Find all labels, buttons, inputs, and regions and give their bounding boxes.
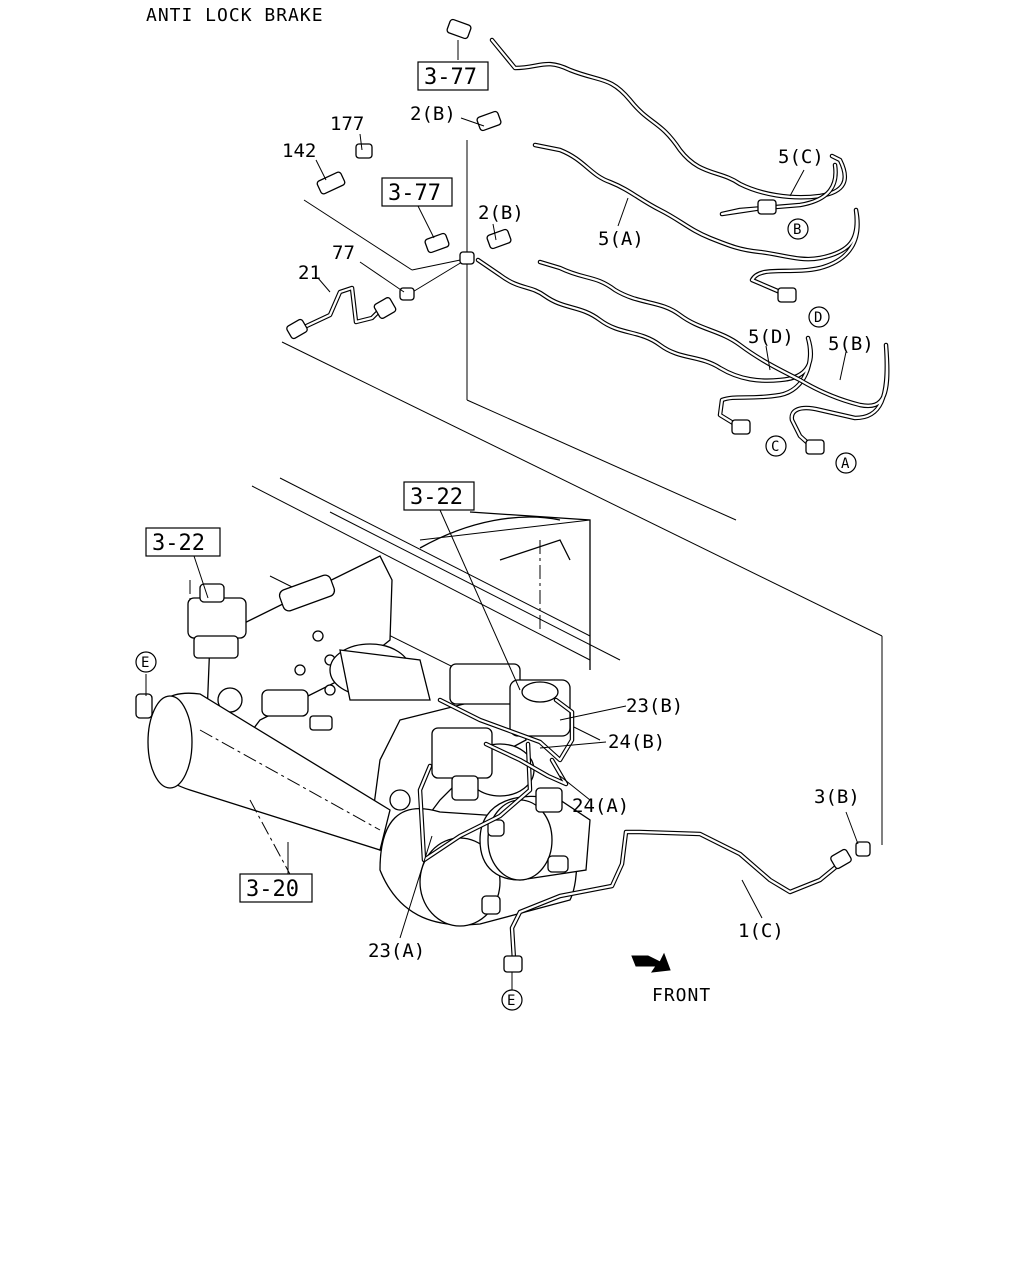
connector-c: C: [765, 435, 787, 457]
leader-lines-lower: [145, 509, 859, 990]
svg-text:E: E: [141, 655, 149, 671]
part-label-23a: 23(A): [368, 940, 425, 962]
air-tank-upper: [329, 643, 535, 797]
ref-box-3-22-center: 3-22: [403, 481, 475, 511]
part-label-23b: 23(B): [626, 695, 683, 717]
brake-pipe-1c: [509, 829, 845, 963]
svg-text:C: C: [771, 439, 779, 455]
brake-pipe-lower-23b: [437, 697, 575, 763]
connector-e-left: E: [135, 651, 157, 673]
svg-text:E: E: [507, 993, 515, 1009]
connector-e-bottom: E: [501, 989, 523, 1011]
front-arrow-icon: [631, 952, 671, 973]
brake-pipe-21: [295, 285, 385, 333]
part-label-5d: 5(D): [748, 326, 794, 348]
brake-pipe-lower-24: [483, 741, 569, 787]
part-label-5c: 5(C): [778, 146, 824, 168]
part-label-2b-top: 2(B): [410, 103, 456, 125]
svg-text:3-22: 3-22: [152, 531, 205, 556]
connector-b: B: [787, 218, 809, 240]
part-label-177: 177: [330, 113, 364, 135]
part-label-5b: 5(B): [828, 333, 874, 355]
brake-pipe-5a: [532, 142, 860, 295]
fitting-parts-lower: [503, 841, 871, 973]
upper-guide-lines: [281, 140, 883, 845]
air-tank-left: [147, 692, 391, 851]
diagram-title: ANTI LOCK BRAKE: [146, 5, 324, 26]
part-label-142: 142: [282, 140, 316, 162]
part-label-77: 77: [332, 242, 355, 264]
valve-components: [135, 574, 571, 915]
part-label-5a: 5(A): [598, 228, 644, 250]
part-label-1c: 1(C): [738, 920, 784, 942]
part-label-24a: 24(A): [572, 795, 629, 817]
brake-pipe-lower-23a: [417, 741, 533, 863]
part-label-24b: 24(B): [608, 731, 665, 753]
ref-box-3-77-top: 3-77: [417, 61, 489, 91]
brake-pipe-5d: [475, 257, 813, 429]
connector-d: D: [808, 306, 830, 328]
ref-box-3-77-mid: 3-77: [381, 177, 453, 207]
svg-text:3-77: 3-77: [424, 65, 477, 90]
connector-a: A: [835, 452, 857, 474]
brake-pipe-top: [489, 37, 847, 200]
svg-text:3-77: 3-77: [388, 181, 441, 206]
svg-text:A: A: [841, 456, 850, 472]
part-label-21: 21: [298, 262, 321, 284]
leader-lines-upper: [315, 40, 847, 381]
part-label-3b: 3(B): [814, 786, 860, 808]
svg-text:D: D: [814, 310, 822, 326]
part-label-2b-mid: 2(B): [478, 202, 524, 224]
fitting-parts-upper: [286, 18, 825, 455]
svg-text:3-20: 3-20: [246, 877, 299, 902]
brake-pipe-5b: [537, 259, 890, 448]
brake-pipe-5c: [719, 162, 838, 217]
front-label: FRONT: [652, 985, 711, 1006]
svg-text:3-22: 3-22: [410, 485, 463, 510]
ref-box-3-22-left: 3-22: [145, 527, 221, 557]
svg-text:B: B: [793, 222, 801, 238]
ref-box-3-20: 3-20: [239, 873, 313, 903]
